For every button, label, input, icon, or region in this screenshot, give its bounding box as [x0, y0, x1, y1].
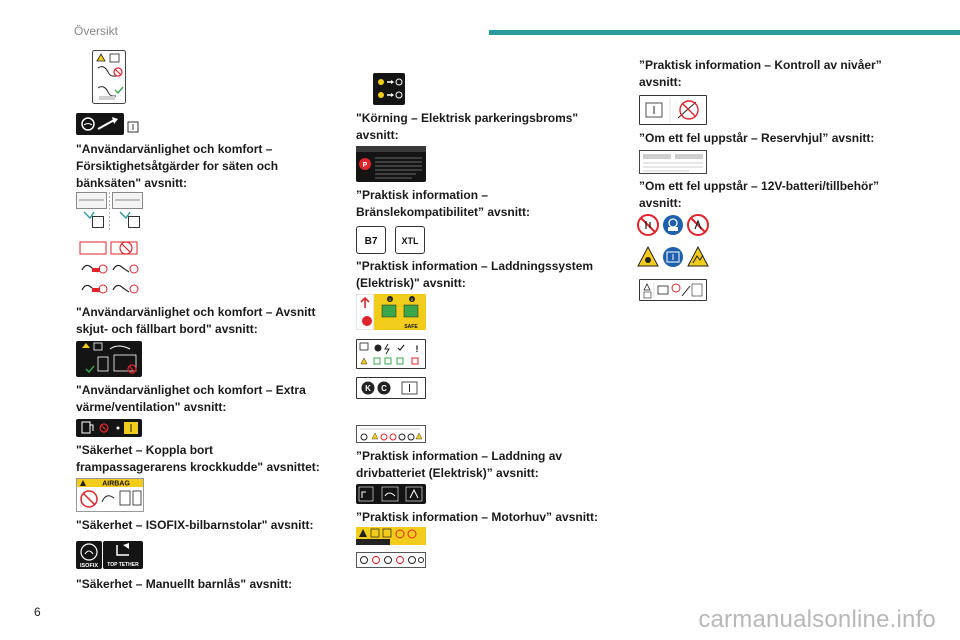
- section-caption-extra-heating: "Användarvänlighet och komfort – Extra v…: [76, 383, 306, 414]
- badge-c-text: C: [381, 384, 387, 393]
- seat-adjust-dark-icon: [76, 113, 124, 135]
- section-caption-12v-battery: ”Om ett fel uppstår – 12V-batteri/tillbe…: [639, 179, 880, 210]
- charging-modes-label: K C: [356, 377, 426, 399]
- battery-warning-icons: [637, 245, 709, 269]
- top-tether-dark-icon: TOP TETHER: [103, 541, 143, 569]
- spare-wheel-label: [639, 150, 707, 174]
- watermark: carmanualsonline.info: [698, 606, 936, 633]
- airbag-label-text: AIRBAG: [102, 481, 130, 488]
- bonnet-warning-label: [356, 527, 426, 545]
- airbag-warning-label: AIRBAG: [76, 478, 144, 512]
- section-caption-drive-battery: ”Praktisk information – Laddning av driv…: [356, 449, 563, 480]
- page-number: 6: [34, 605, 41, 619]
- heater-dark-icon: [76, 419, 142, 437]
- badge-k-text: K: [365, 384, 371, 393]
- fuel-cap-dark-label: P: [356, 146, 426, 182]
- bonnet-pictograms: [356, 552, 426, 568]
- badge-2-text: 2: [411, 297, 414, 302]
- seat-precaution-label-icon: [92, 50, 126, 104]
- section-caption-fluid-levels: ”Praktisk information – Kontroll av nivå…: [639, 58, 882, 89]
- seat-position-diagram-icon: [76, 192, 144, 230]
- section-caption-folding-table: "Användarvänlighet och komfort – Avsnitt…: [76, 305, 316, 336]
- badge-1-text: 1: [389, 297, 392, 302]
- battery-prohibition-icons: [637, 213, 709, 237]
- manual-book-icon: [127, 120, 139, 133]
- section-caption-charging-system: "Praktisk information – Laddningssystem …: [356, 259, 594, 290]
- section-caption-isofix: "Säkerhet – ISOFIX-bilbarnstolar" avsnit…: [76, 518, 314, 532]
- fuel-xtl-text: XTL: [402, 236, 420, 246]
- battery-charging-pictograms: [356, 425, 426, 443]
- fuel-xtl-badge: XTL: [395, 226, 425, 254]
- fluid-levels-label: [639, 95, 707, 125]
- safe-text: SAFE: [404, 324, 418, 330]
- section-caption-child-lock: "Säkerhet – Manuellt barnlås" avsnitt:: [76, 577, 293, 591]
- charging-status-label: !: [356, 339, 426, 369]
- section-caption-spare-wheel: ”Om ett fel uppstår – Reservhjul” avsnit…: [639, 131, 875, 145]
- svg-text:!: !: [416, 344, 419, 354]
- section-caption-seat-precautions: "Användarvänlighet och komfort – Försikt…: [76, 142, 279, 190]
- fuel-b7-badge: B7: [356, 226, 386, 254]
- parking-brake-dark-icon: [373, 73, 405, 105]
- section-caption-fuel-compat: ”Praktisk information – Bränslekompatibi…: [356, 188, 531, 219]
- folding-table-dark-icon: [76, 341, 142, 377]
- header-accent-bar: [489, 30, 960, 35]
- section-caption-parking-brake: "Körning – Elektrisk parkeringsbroms" av…: [356, 111, 579, 142]
- drive-battery-dark-icon: [356, 484, 426, 504]
- fuel-b7-text: B7: [365, 236, 378, 247]
- isofix-text: ISOFIX: [80, 563, 98, 569]
- section-caption-bonnet: ”Praktisk information – Motorhuv” avsnit…: [356, 510, 599, 524]
- section-caption-airbag: "Säkerhet – Koppla bort frampassageraren…: [76, 443, 320, 474]
- page-header-title: Översikt: [74, 24, 119, 38]
- charging-system-label: 1 2 SAFE: [355, 293, 426, 331]
- fuel-p-text: P: [363, 162, 368, 169]
- isofix-dark-icon: ISOFIX: [76, 541, 102, 569]
- seat-forbidden-icons: [78, 238, 140, 298]
- top-tether-text: TOP TETHER: [107, 562, 139, 568]
- battery-instruction-label: [639, 279, 707, 301]
